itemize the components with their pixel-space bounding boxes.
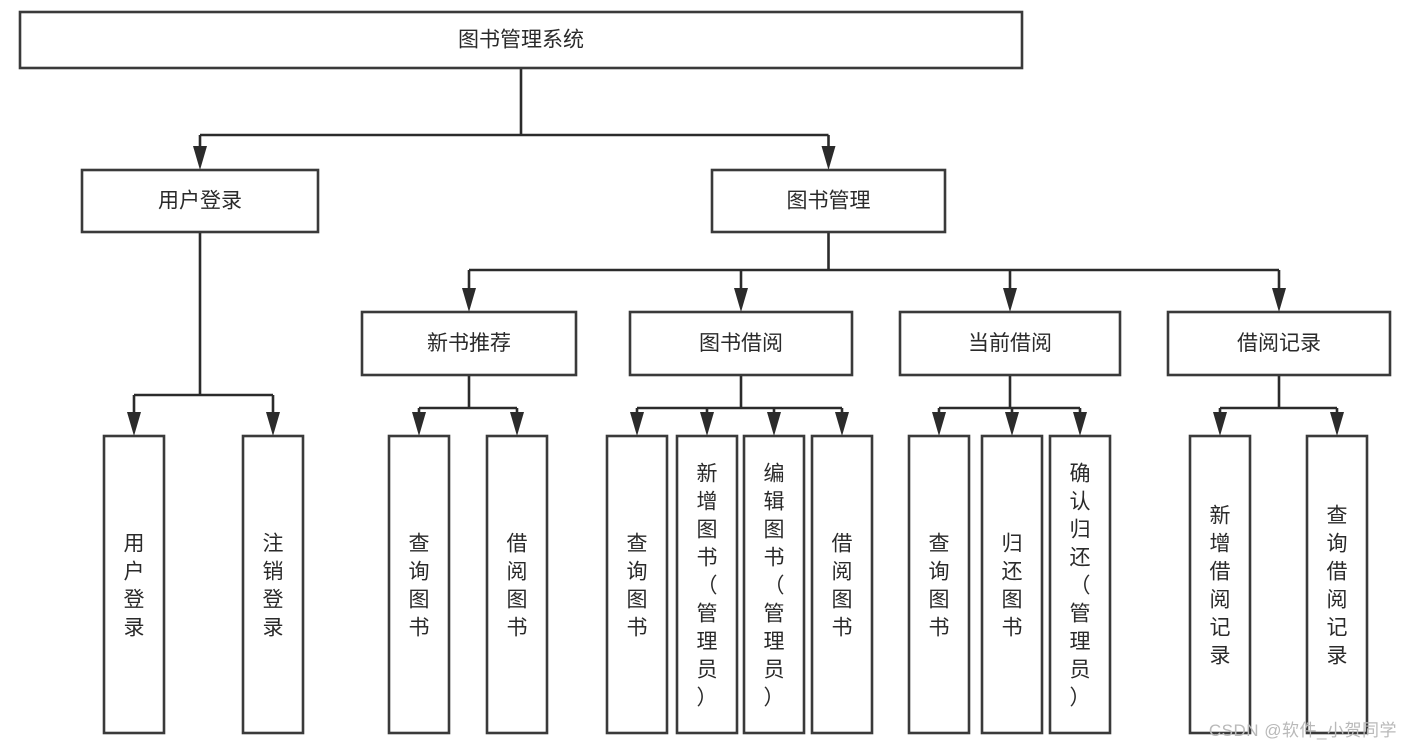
node-box[interactable]: [485, 434, 549, 735]
node-box[interactable]: [710, 168, 947, 234]
node-label: 查询图书: [929, 532, 950, 639]
node-label: 新增图书（管理员）: [697, 462, 718, 709]
node-label: 确认归还（管理员）: [1070, 462, 1091, 709]
node-box[interactable]: [1305, 434, 1369, 735]
node-box[interactable]: [241, 434, 305, 735]
arrow-head-icon: [1213, 412, 1227, 436]
node-label: 图书管理: [787, 190, 871, 213]
node-box[interactable]: [628, 310, 854, 377]
node-box[interactable]: [810, 434, 874, 735]
node-box[interactable]: [675, 434, 739, 735]
arrow-head-icon: [767, 412, 781, 436]
node-label: 新书推荐: [427, 332, 511, 355]
node-label: 图书管理系统: [458, 29, 584, 52]
node-label: 借阅记录: [1237, 332, 1321, 355]
node-box[interactable]: [360, 310, 578, 377]
node-label: 查询图书: [409, 532, 430, 639]
node-level2-当前借阅[interactable]: 当前借阅: [898, 310, 1122, 377]
node-root-图书管理系统[interactable]: 图书管理系统: [18, 10, 1024, 70]
node-box[interactable]: [387, 434, 451, 735]
arrow-head-icon: [193, 146, 207, 170]
node-box[interactable]: [18, 10, 1024, 70]
node-label: 借阅图书: [507, 532, 528, 639]
node-label: 用户登录: [158, 190, 242, 213]
arrow-head-icon: [1005, 412, 1019, 436]
arrow-head-icon: [127, 412, 141, 436]
node-level2-借阅记录[interactable]: 借阅记录: [1166, 310, 1392, 377]
edges-layer: [127, 68, 1344, 436]
node-leaf-借阅图书[interactable]: 借阅图书: [485, 434, 549, 735]
node-level2-图书借阅[interactable]: 图书借阅: [628, 310, 854, 377]
node-level2-新书推荐[interactable]: 新书推荐: [360, 310, 578, 377]
node-label: 当前借阅: [968, 332, 1052, 355]
arrow-head-icon: [1073, 412, 1087, 436]
node-label: 借阅图书: [832, 532, 853, 639]
node-leaf-借阅图书[interactable]: 借阅图书: [810, 434, 874, 735]
node-leaf-新增借阅记录[interactable]: 新增借阅记录: [1188, 434, 1252, 735]
arrow-head-icon: [932, 412, 946, 436]
node-leaf-查询图书[interactable]: 查询图书: [387, 434, 451, 735]
node-label: 图书借阅: [699, 332, 783, 355]
node-box[interactable]: [980, 434, 1044, 735]
node-level1-图书管理[interactable]: 图书管理: [710, 168, 947, 234]
arrow-head-icon: [1330, 412, 1344, 436]
arrow-head-icon: [821, 146, 836, 170]
node-box[interactable]: [80, 168, 320, 234]
node-label: 查询借阅记录: [1327, 504, 1348, 667]
arrow-head-icon: [734, 288, 748, 312]
arrow-head-icon: [700, 412, 714, 436]
arrow-head-icon: [835, 412, 849, 436]
node-label: 归还图书: [1002, 532, 1023, 639]
node-label: 注销登录: [263, 532, 284, 639]
arrow-head-icon: [462, 288, 476, 312]
arrow-head-icon: [266, 412, 280, 436]
arrow-head-icon: [510, 412, 524, 436]
node-leaf-新增图书（管理员）[interactable]: 新增图书（管理员）: [675, 434, 739, 735]
arrow-head-icon: [630, 412, 644, 436]
nodes-layer: 图书管理系统用户登录图书管理新书推荐图书借阅当前借阅借阅记录用户登录注销登录查询…: [18, 10, 1392, 735]
node-label: 新增借阅记录: [1210, 504, 1231, 667]
node-box[interactable]: [102, 434, 166, 735]
node-leaf-注销登录[interactable]: 注销登录: [241, 434, 305, 735]
node-box[interactable]: [907, 434, 971, 735]
node-leaf-查询借阅记录[interactable]: 查询借阅记录: [1305, 434, 1369, 735]
node-leaf-编辑图书（管理员）[interactable]: 编辑图书（管理员）: [742, 434, 806, 735]
node-box[interactable]: [1048, 434, 1112, 735]
node-label: 用户登录: [124, 532, 145, 639]
node-leaf-用户登录[interactable]: 用户登录: [102, 434, 166, 735]
node-box[interactable]: [605, 434, 669, 735]
node-box[interactable]: [1188, 434, 1252, 735]
node-level1-用户登录[interactable]: 用户登录: [80, 168, 320, 234]
node-label: 查询图书: [627, 532, 648, 639]
node-leaf-归还图书[interactable]: 归还图书: [980, 434, 1044, 735]
arrow-head-icon: [1003, 288, 1017, 312]
node-box[interactable]: [898, 310, 1122, 377]
arrow-head-icon: [1272, 288, 1286, 312]
arrow-head-icon: [412, 412, 426, 436]
node-leaf-查询图书[interactable]: 查询图书: [907, 434, 971, 735]
node-box[interactable]: [1166, 310, 1392, 377]
node-leaf-查询图书[interactable]: 查询图书: [605, 434, 669, 735]
node-box[interactable]: [742, 434, 806, 735]
node-label: 编辑图书（管理员）: [764, 462, 785, 709]
node-leaf-确认归还（管理员）[interactable]: 确认归还（管理员）: [1048, 434, 1112, 735]
